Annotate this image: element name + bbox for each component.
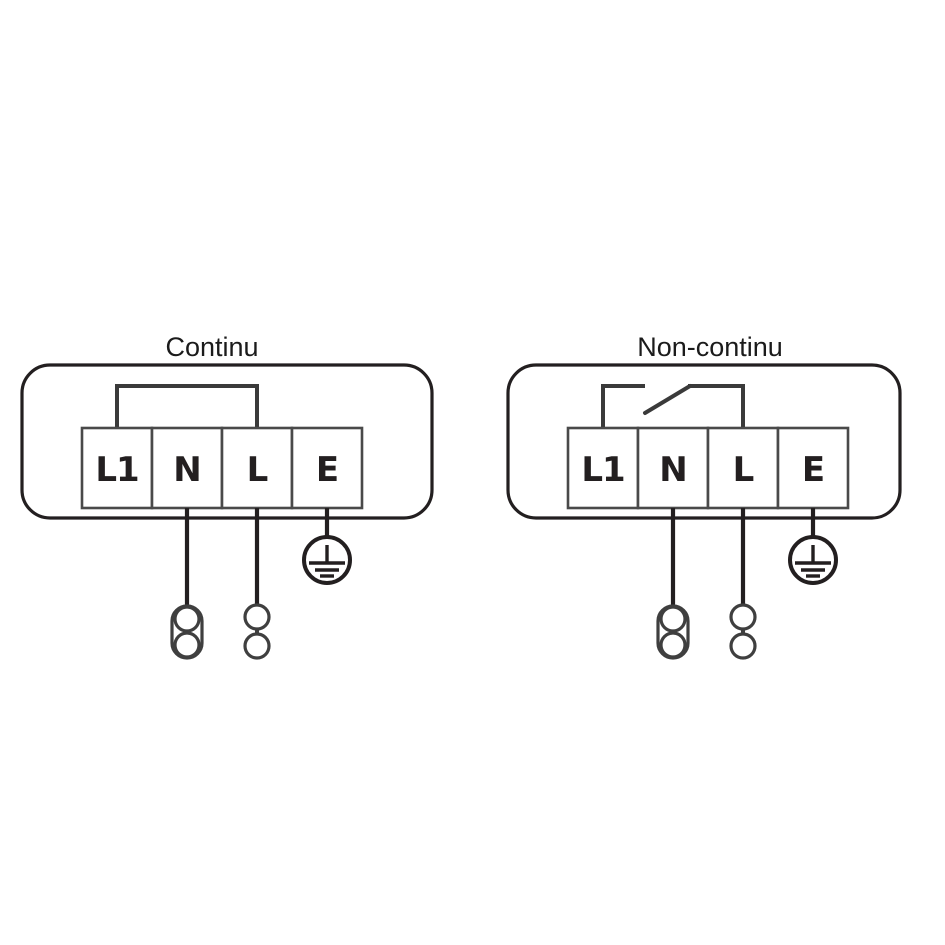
switch-left-arm-path bbox=[601, 384, 645, 428]
earth-symbol-non-continu bbox=[788, 535, 838, 585]
connector-circle-upper-icon bbox=[173, 605, 201, 633]
diagram-title-continu: Continu bbox=[165, 332, 258, 362]
connector-capsule-pair-neutral-non-continu bbox=[656, 604, 690, 660]
diagram-title-non-continu: Non-continu bbox=[637, 332, 783, 362]
switch-blade-icon[interactable] bbox=[643, 384, 692, 415]
connector-circle-lower-icon bbox=[243, 632, 271, 660]
enclosure-outline-non-continu bbox=[506, 363, 902, 520]
terminal-block-non-continu: L1 N L E bbox=[566, 426, 850, 510]
terminal-label-l1: L1 bbox=[581, 450, 624, 490]
earth-symbol-continu bbox=[302, 535, 352, 585]
terminal-cell-l1[interactable] bbox=[80, 426, 154, 510]
connector-circle-upper-icon bbox=[659, 605, 687, 633]
terminal-label-l: L bbox=[247, 450, 268, 490]
connector-linked-pair-live-non-continu bbox=[729, 603, 757, 660]
terminal-label-l: L bbox=[733, 450, 754, 490]
connector-circle-lower-icon bbox=[659, 631, 687, 659]
terminal-cell-l[interactable] bbox=[706, 426, 780, 510]
drop-wires-continu bbox=[184, 508, 330, 606]
terminal-block-continu: L1 N L E bbox=[80, 426, 364, 510]
switch-right-arm-path bbox=[688, 384, 745, 428]
terminal-label-n: N bbox=[173, 450, 200, 490]
terminal-cell-e[interactable] bbox=[776, 426, 850, 510]
drop-wires-non-continu bbox=[670, 508, 816, 606]
diagram-non-continu: Non-continu L1 N L E bbox=[506, 332, 902, 660]
terminal-label-e: E bbox=[316, 450, 338, 490]
connector-circle-lower-icon bbox=[173, 631, 201, 659]
connector-linked-pair-live-continu bbox=[243, 603, 271, 660]
connector-circle-lower-icon bbox=[729, 632, 757, 660]
enclosure-outline-continu bbox=[20, 363, 434, 520]
jumper-bridge-path bbox=[115, 384, 259, 428]
jumper-open-switch-non-continu bbox=[601, 384, 745, 428]
connector-capsule-pair-neutral-continu bbox=[170, 604, 204, 660]
connector-circle-upper-icon bbox=[729, 603, 757, 631]
terminal-label-e: E bbox=[802, 450, 824, 490]
terminal-cell-e[interactable] bbox=[290, 426, 364, 510]
terminal-label-l1: L1 bbox=[95, 450, 138, 490]
connector-circle-upper-icon bbox=[243, 603, 271, 631]
terminal-label-n: N bbox=[659, 450, 686, 490]
terminal-cell-n[interactable] bbox=[150, 426, 224, 510]
jumper-closed-link-continu bbox=[115, 384, 259, 428]
diagram-continu: Continu L1 N L E bbox=[20, 332, 434, 660]
